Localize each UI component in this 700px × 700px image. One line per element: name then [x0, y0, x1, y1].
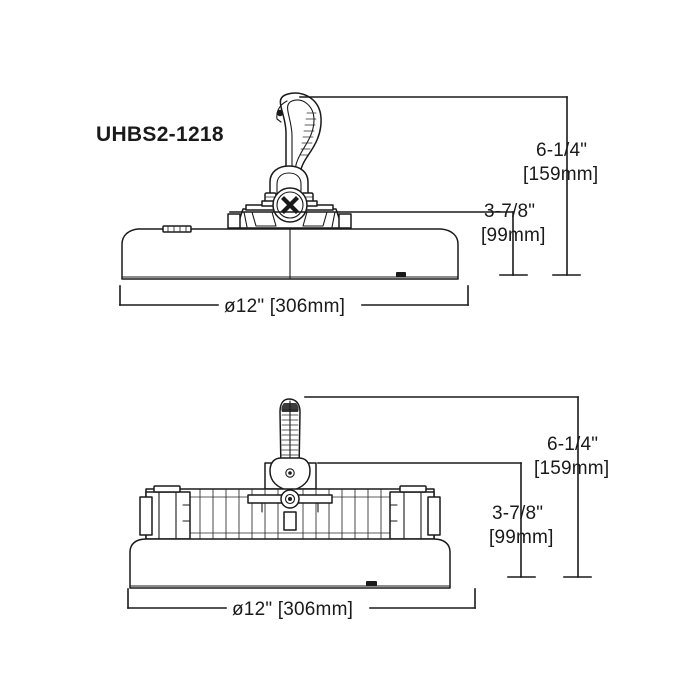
body-height-dimension — [229, 211, 528, 276]
fixture-body-side — [129, 538, 451, 589]
body-height-dimension-side — [317, 462, 536, 578]
diameter-dimension — [119, 285, 469, 306]
side-diameter-label: ø12" [306mm] — [232, 599, 353, 620]
side-overall-height-inches: 6-1/4" — [547, 434, 598, 455]
heat-sink-fins-icon — [139, 485, 441, 541]
hook-gate-pin — [276, 109, 284, 117]
part-number-label: UHBS2-1218 — [96, 123, 224, 146]
side-body-height-inches: 3-7/8" — [492, 503, 543, 524]
diameter-dimension-side — [127, 588, 476, 609]
front-view-group: UHBS2-1218 6-1/4" [159mm] 3-7/8" [99mm] … — [96, 92, 598, 317]
end-cap-left — [139, 485, 191, 540]
side-body-height-mm: [99mm] — [489, 527, 554, 548]
front-body-height-inches: 3-7/8" — [484, 201, 535, 222]
bottom-marker — [396, 272, 406, 277]
bottom-marker-side — [366, 581, 377, 586]
side-view-group: 6-1/4" [159mm] 3-7/8" [99mm] ø12" [306mm… — [127, 396, 609, 620]
fixture-body — [121, 225, 459, 280]
front-overall-height-inches: 6-1/4" — [536, 140, 587, 161]
side-overall-height-mm: [159mm] — [534, 458, 609, 479]
end-cap-right — [389, 485, 441, 540]
overall-height-dimension — [299, 96, 581, 276]
pivot-bracket — [264, 457, 317, 492]
front-overall-height-mm: [159mm] — [523, 164, 598, 185]
vent-detail — [162, 225, 192, 233]
overall-height-dimension-side — [304, 396, 592, 578]
cross-screw-icon — [272, 187, 308, 223]
front-body-height-mm: [99mm] — [481, 225, 546, 246]
front-diameter-label: ø12" [306mm] — [224, 296, 345, 317]
